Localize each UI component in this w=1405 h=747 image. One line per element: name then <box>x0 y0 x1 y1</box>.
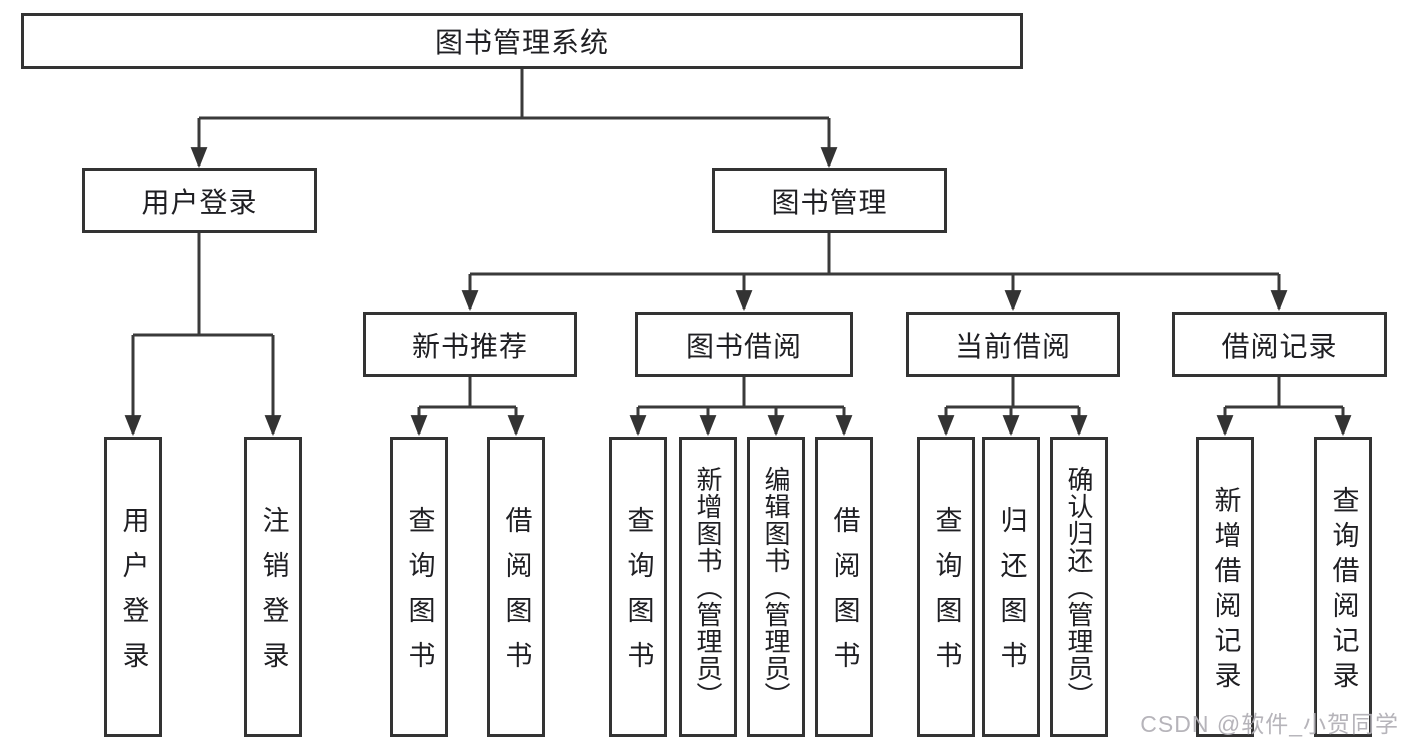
leaf-label: 编辑图书（管理员） <box>761 465 791 709</box>
node-borrow-records: 借阅记录 <box>1172 312 1387 377</box>
node-new-book-recommend: 新书推荐 <box>363 312 577 377</box>
leaf-borrow-query-books: 查询图书 <box>609 437 667 737</box>
node-book-borrow: 图书借阅 <box>635 312 853 377</box>
leaf-current-query-books: 查询图书 <box>917 437 975 737</box>
node-library-management-system: 图书管理系统 <box>21 13 1023 69</box>
leaf-user-login: 用户登录 <box>104 437 162 737</box>
node-label: 当前借阅 <box>954 330 1071 362</box>
node-label: 用户登录 <box>141 186 258 218</box>
leaf-newbook-borrow-books: 借阅图书 <box>487 437 545 737</box>
node-label: 借阅记录 <box>1221 330 1338 362</box>
csdn-watermark: CSDN @软件_小贺同学 <box>1140 711 1399 737</box>
leaf-label: 借阅图书 <box>829 506 860 686</box>
leaf-current-confirm-return-admin: 确认归还（管理员） <box>1050 437 1108 737</box>
node-user-login: 用户登录 <box>82 168 317 233</box>
leaf-label: 查询图书 <box>623 506 654 686</box>
leaf-newbook-query-books: 查询图书 <box>390 437 448 737</box>
node-label: 图书借阅 <box>685 330 802 362</box>
leaf-label: 查询图书 <box>404 506 435 686</box>
node-label: 新书推荐 <box>411 330 528 362</box>
node-current-borrow: 当前借阅 <box>906 312 1120 377</box>
leaf-label: 归还图书 <box>996 506 1027 686</box>
leaf-label: 确认归还（管理员） <box>1064 465 1094 709</box>
leaf-label: 新增图书（管理员） <box>693 465 723 709</box>
leaf-records-query-record: 查询借阅记录 <box>1314 437 1372 737</box>
leaf-logout-login: 注销登录 <box>244 437 302 737</box>
leaf-current-return-books: 归还图书 <box>982 437 1040 737</box>
leaf-borrow-edit-books-admin: 编辑图书（管理员） <box>747 437 805 737</box>
leaf-records-add-record: 新增借阅记录 <box>1196 437 1254 737</box>
node-label: 图书管理系统 <box>434 27 609 58</box>
leaf-label: 查询借阅记录 <box>1328 486 1359 696</box>
leaf-label: 用户登录 <box>118 506 149 686</box>
leaf-label: 注销登录 <box>258 506 289 686</box>
node-book-management: 图书管理 <box>712 168 947 233</box>
leaf-label: 新增借阅记录 <box>1210 486 1241 696</box>
leaf-label: 借阅图书 <box>501 506 532 686</box>
leaf-borrow-borrow-books: 借阅图书 <box>815 437 873 737</box>
leaf-borrow-add-books-admin: 新增图书（管理员） <box>679 437 737 737</box>
leaf-label: 查询图书 <box>931 506 962 686</box>
node-label: 图书管理 <box>771 186 888 218</box>
